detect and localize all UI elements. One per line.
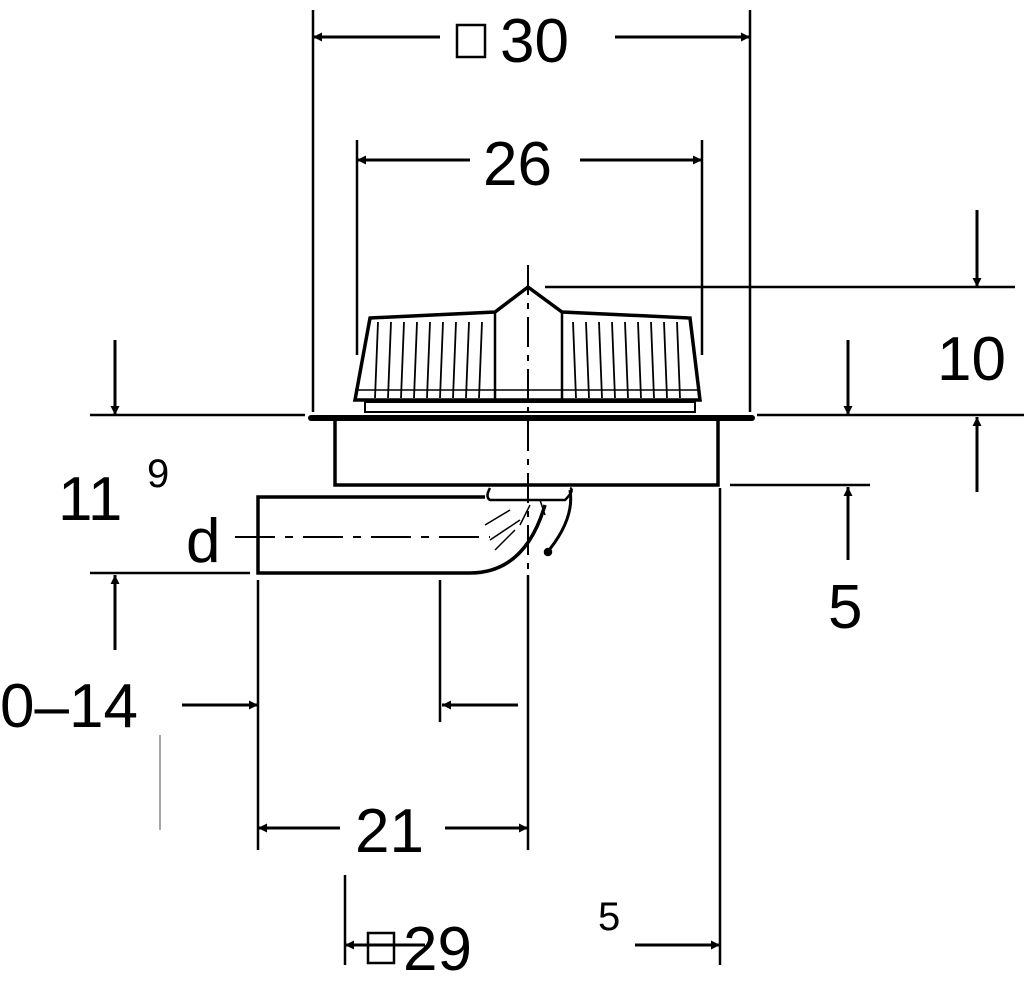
dim-label-11: 11 — [58, 465, 122, 534]
dim-label-30: 30 — [500, 7, 569, 76]
extension-lines — [90, 10, 1024, 965]
dim-label-29-superscript: 5 — [598, 895, 620, 939]
dim-label-0-14: 0–14 — [0, 672, 138, 741]
square-symbol-bottom — [366, 931, 396, 965]
dim-label-26: 26 — [483, 130, 552, 199]
grate-bar — [585, 321, 590, 399]
dimension-arrows — [110, 32, 982, 950]
grate-bar — [611, 321, 616, 399]
grate-bar — [478, 321, 483, 399]
grate-bar — [439, 321, 444, 399]
grate-bar — [426, 321, 431, 399]
grate-bar — [374, 321, 379, 399]
grate-bar — [400, 321, 405, 399]
dim-label-10: 10 — [937, 325, 1006, 394]
grate-bar — [413, 321, 418, 399]
grate-bar — [624, 321, 629, 399]
square-symbol-top — [455, 23, 487, 59]
grate-bar — [663, 321, 668, 399]
grate-bar — [387, 321, 392, 399]
dim-label-29: 29 — [403, 915, 472, 984]
dim-label-5: 5 — [828, 573, 862, 642]
drain-body — [235, 415, 755, 575]
grate-bar — [637, 321, 642, 399]
grate-bar — [676, 321, 681, 399]
dim-label-11-superscript: 9 — [147, 452, 169, 496]
grate-bar — [598, 321, 603, 399]
dim-label-21: 21 — [355, 797, 424, 866]
grate-bar — [465, 321, 470, 399]
grate-bar — [650, 321, 655, 399]
grate-bar — [452, 321, 457, 399]
grate-bar — [572, 321, 577, 399]
outlet-pipe — [256, 495, 547, 575]
pipe-diameter-label: d — [186, 507, 220, 576]
